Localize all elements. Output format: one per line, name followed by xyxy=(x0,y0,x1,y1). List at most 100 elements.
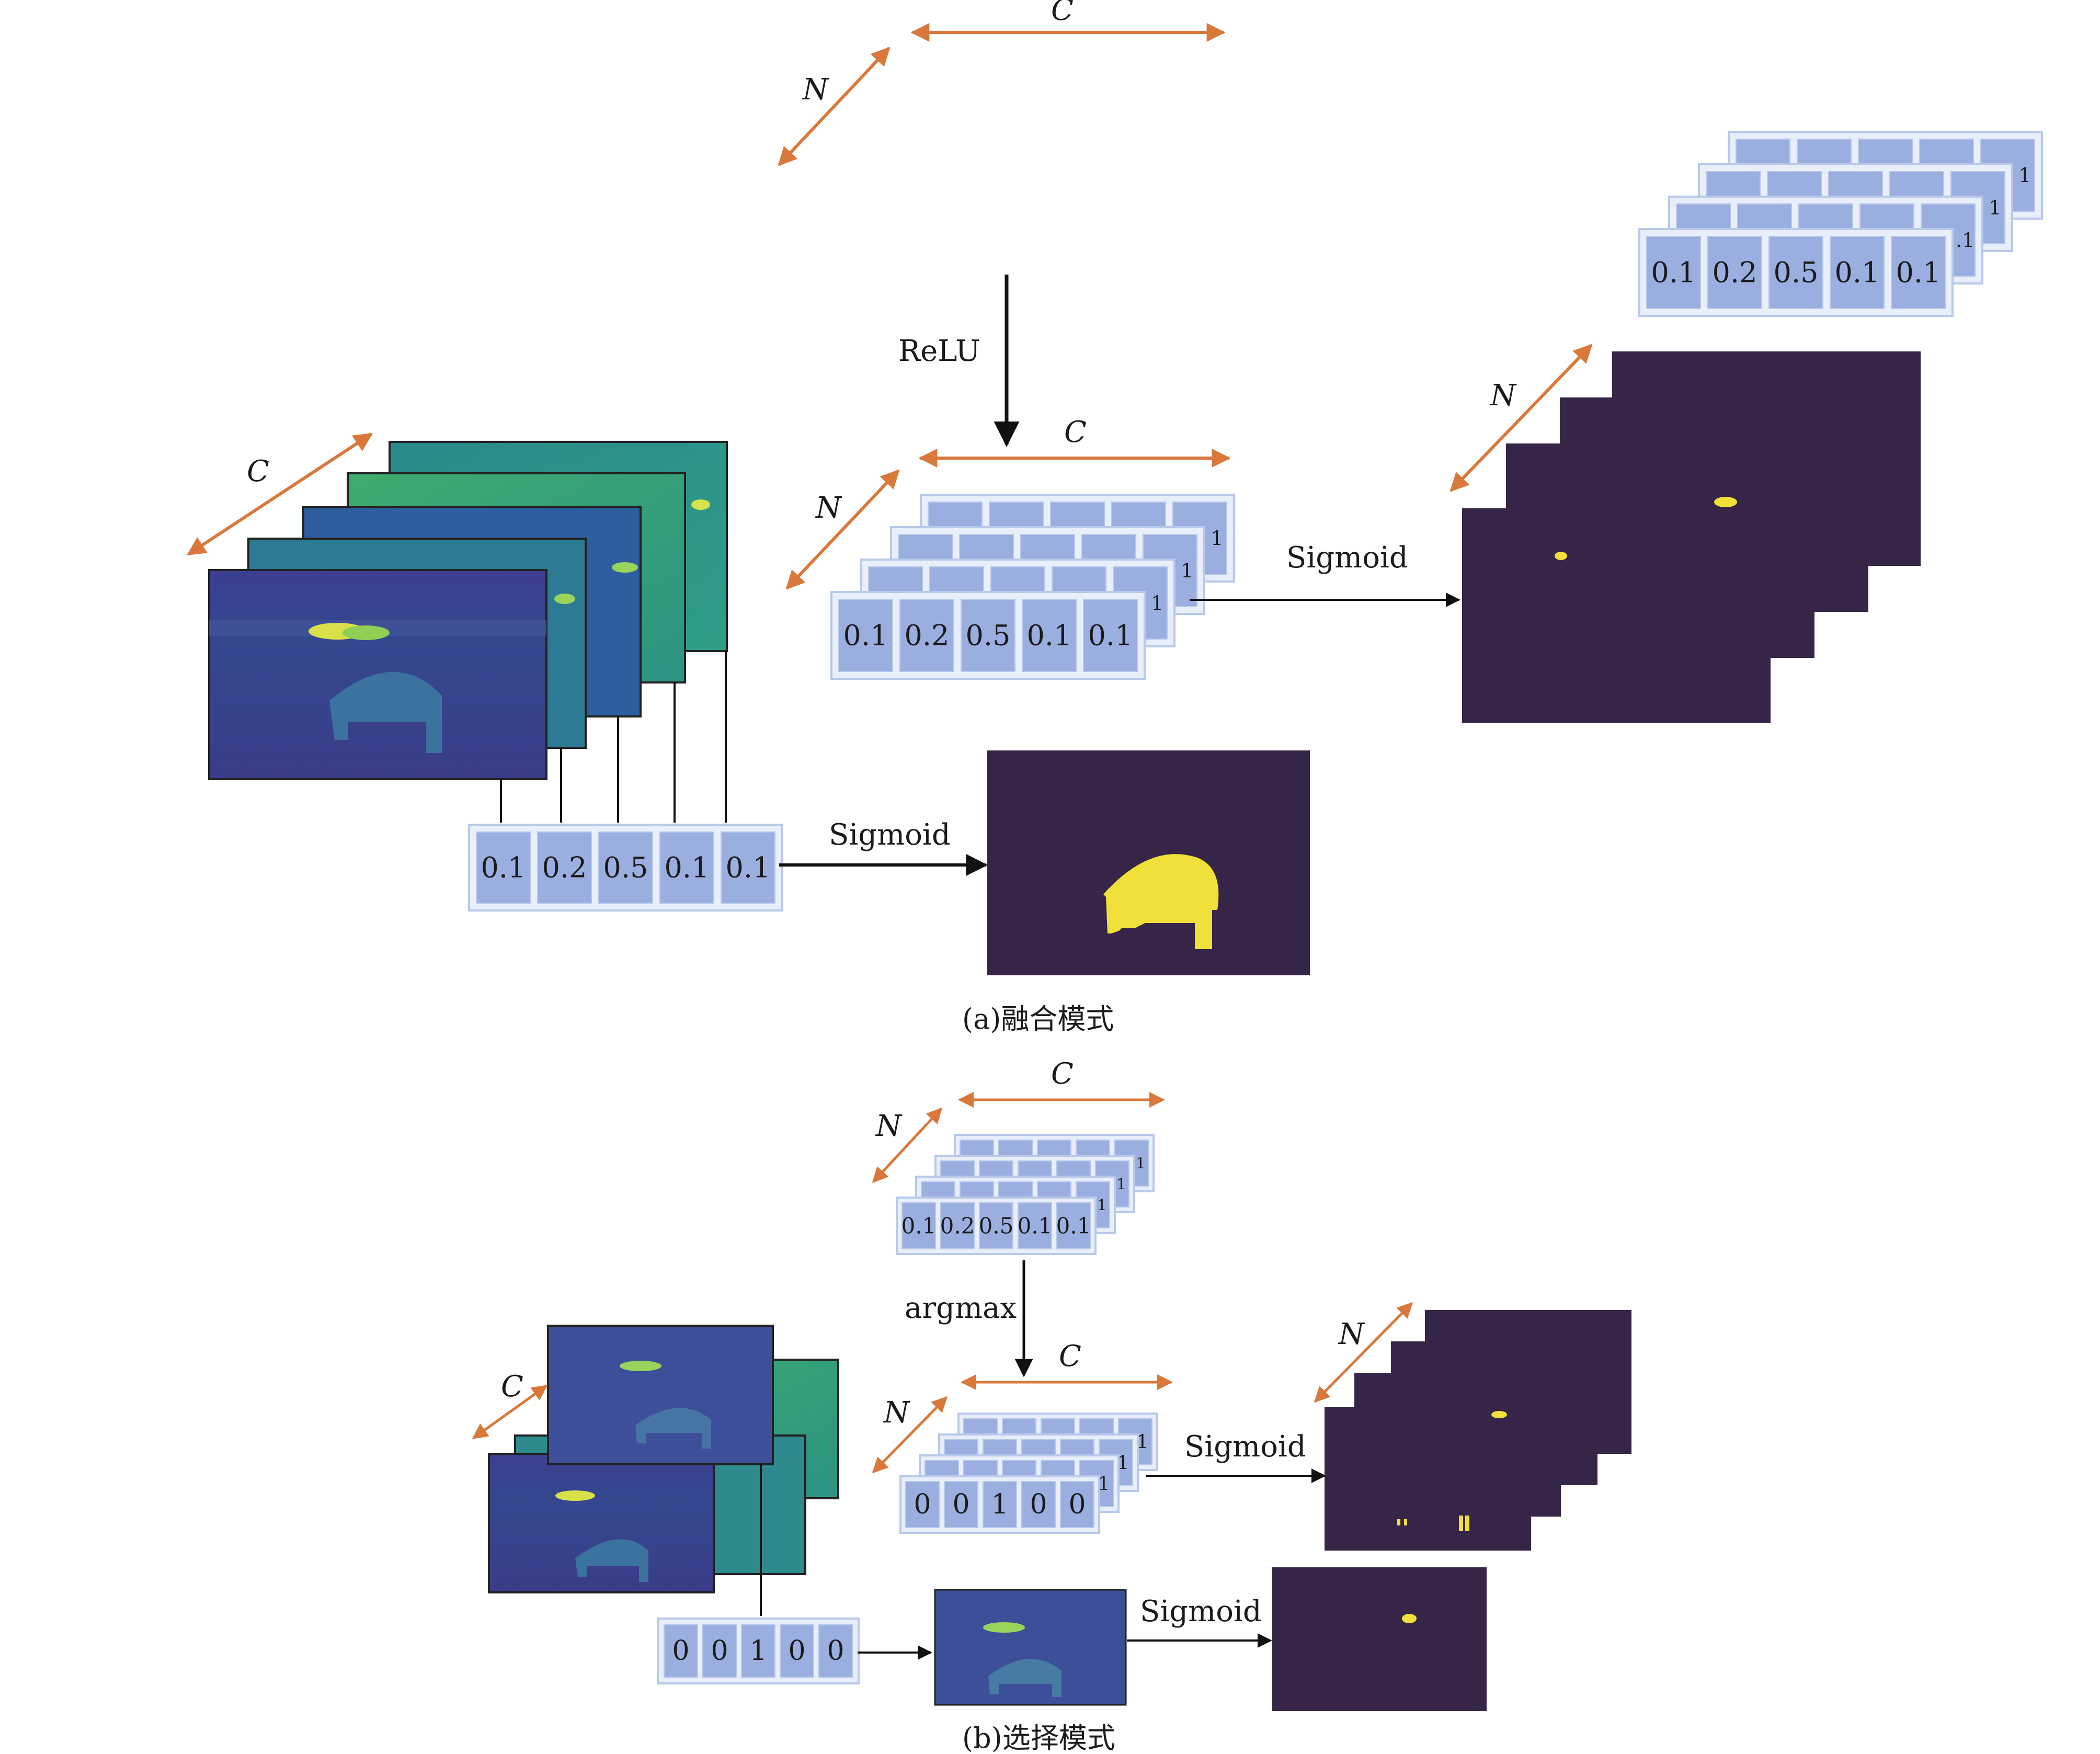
panel-b-argmax-label: argmax xyxy=(905,1291,1017,1325)
panel-b-n2-dim-arrow xyxy=(872,1396,948,1474)
panel-a-n2-dim-arrow xyxy=(785,469,900,590)
vector-cell xyxy=(1083,599,1138,672)
stack-partial-value: 1 xyxy=(2018,164,2031,187)
feature-map-1 xyxy=(488,1453,715,1593)
panel-a-relu-label: ReLU xyxy=(898,334,980,368)
vector-cell-value: 0.1 xyxy=(843,619,888,652)
vector-cell xyxy=(940,1202,975,1249)
stack-partial-value: 1 xyxy=(1136,1154,1146,1172)
panel-b-n-label: N xyxy=(875,1109,903,1143)
vector-cell xyxy=(979,1202,1013,1249)
output-mask-object xyxy=(1103,854,1219,949)
vector-cell-value: 0.5 xyxy=(979,1213,1014,1239)
panel-a-sigmoid-right-label: Sigmoid xyxy=(1286,541,1408,575)
output-mask-object xyxy=(1402,1614,1417,1623)
feature-hotspot xyxy=(554,594,575,604)
panel-a-output-mask xyxy=(987,750,1310,975)
vector-cell-value: 0.1 xyxy=(665,851,710,884)
thermal-bench xyxy=(988,1659,1062,1697)
vector-cell xyxy=(664,1624,698,1678)
panel-a-n-label: N xyxy=(802,73,829,107)
panel-a-n-dim-arrow xyxy=(778,47,891,166)
stack-partial-value: 1 xyxy=(1989,196,2001,219)
stack-partial-value: 1 xyxy=(1136,1431,1148,1453)
panel-b-sigmoid-bottom-label: Sigmoid xyxy=(1140,1594,1262,1628)
thermal-car xyxy=(983,1622,1025,1633)
thermal-car xyxy=(620,1361,661,1371)
vector-cell-value: 0.1 xyxy=(901,1213,937,1239)
panel-a-n2-label: N xyxy=(815,491,842,525)
vector-cell-value: 0.5 xyxy=(966,619,1011,652)
vector-cell xyxy=(1060,1481,1094,1528)
vector-cell-value: 0.1 xyxy=(1896,256,1941,289)
mask-blob xyxy=(1491,1411,1507,1418)
selected-feature-map xyxy=(934,1589,1127,1706)
panel-b-mask-stack xyxy=(1325,1310,1631,1551)
panel-a-stack-n-label: N xyxy=(1489,379,1517,413)
mask-blob xyxy=(1397,1519,1400,1525)
panel-b-n-dim-arrow xyxy=(872,1107,943,1183)
mask-blob xyxy=(1404,1519,1407,1525)
vector-cell-value: 0.5 xyxy=(603,851,648,884)
vector-cell-value: 1 xyxy=(749,1635,767,1667)
panel-b-caption: (b)选择模式 xyxy=(962,1722,1115,1754)
thermal-bench xyxy=(575,1539,648,1582)
panel-b-selected-map xyxy=(934,1589,1127,1706)
vector-cell-value: 0 xyxy=(672,1635,689,1667)
panel-a-stack-c-arrow xyxy=(186,432,373,556)
vector-cell xyxy=(537,832,592,904)
mask-blob xyxy=(1465,1516,1469,1531)
thermal-bench xyxy=(635,1408,711,1449)
vector-cell-value: 0 xyxy=(914,1489,931,1520)
vector-cell-value: 0.1 xyxy=(1018,1213,1053,1239)
panel-b-stack-c-arrow xyxy=(472,1384,548,1440)
vector-cell xyxy=(1056,1202,1091,1249)
panel-b-stack-c-label: C xyxy=(501,1370,523,1404)
panel-b-stack-n-label: N xyxy=(1338,1317,1365,1351)
vector-cell xyxy=(1707,236,1762,309)
vector-cell xyxy=(983,1481,1017,1528)
vector-cell xyxy=(1018,1202,1052,1249)
panel-b-c2-label: C xyxy=(1059,1339,1081,1373)
vector-cell xyxy=(1891,236,1946,309)
panel-a-feature-stack xyxy=(208,441,728,823)
panel-a-c-label: C xyxy=(1051,0,1074,27)
panel-a-stack-n-arrow xyxy=(1450,344,1593,492)
stack-partial-value: 1 xyxy=(1151,591,1163,614)
vector-cell xyxy=(780,1624,814,1678)
vector-cell xyxy=(944,1481,978,1528)
vector-cell xyxy=(905,1481,940,1528)
vector-cell xyxy=(838,599,893,672)
vector-cell-value: 0.1 xyxy=(1651,256,1696,289)
mask-blob xyxy=(1714,497,1737,507)
vector-cell xyxy=(476,832,531,904)
stack-partial-value: 1 xyxy=(1211,527,1223,550)
vector-cell xyxy=(702,1624,737,1678)
vector-cell-value: 0 xyxy=(1068,1489,1086,1520)
feature-map-top xyxy=(547,1325,774,1465)
thermal-bench xyxy=(329,671,442,753)
vector-cell-value: 0.2 xyxy=(1713,256,1757,289)
vector-cell-value: 1 xyxy=(991,1489,1008,1520)
vector-cell xyxy=(818,1624,853,1678)
mask-blob xyxy=(1555,552,1567,560)
vector-cell xyxy=(899,599,954,672)
vector-cell-value: 0.2 xyxy=(940,1213,975,1239)
mask-blob xyxy=(1459,1516,1463,1531)
vector-cell xyxy=(659,832,714,904)
panel-b-stack-n-arrow xyxy=(1314,1302,1413,1403)
stack-partial-value: 1 xyxy=(1097,1196,1107,1214)
vector-cell-value: 0.1 xyxy=(1027,619,1072,652)
panel-a-sigmoid-bottom-label: Sigmoid xyxy=(829,818,951,852)
